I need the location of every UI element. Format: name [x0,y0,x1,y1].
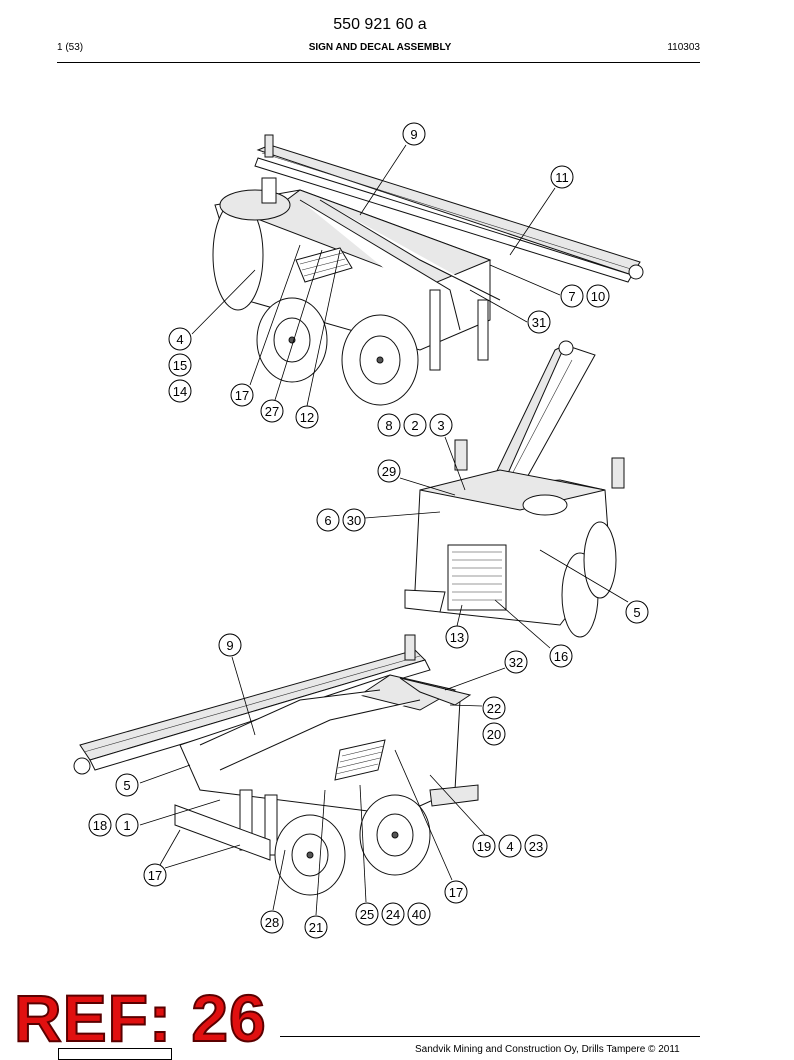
callout-30: 30 [342,508,366,532]
copyright-text: Sandvik Mining and Construction Oy, Dril… [415,1044,680,1055]
svg-text:20: 20 [487,727,501,742]
svg-text:9: 9 [410,127,417,142]
callout-31: 31 [527,310,551,334]
svg-text:9: 9 [226,638,233,653]
callout-5-mid: 5 [625,600,649,624]
callout-4-top: 4 [168,327,192,351]
svg-text:2: 2 [411,418,418,433]
svg-text:11: 11 [555,170,569,185]
callout-17-left: 17 [143,863,167,887]
company-logo [58,1048,172,1060]
document-code: 110303 [667,42,700,53]
callout-29: 29 [377,459,401,483]
footer-rule [280,1036,700,1037]
svg-text:32: 32 [509,655,523,670]
callout-25: 25 [355,902,379,926]
callout-13: 13 [445,625,469,649]
callout-27: 27 [260,399,284,423]
callout-15: 15 [168,353,192,377]
callout-24: 24 [381,902,405,926]
machine-rear-view [404,340,625,638]
callout-17-top: 17 [230,383,254,407]
callout-2: 2 [403,413,427,437]
callout-18: 18 [88,813,112,837]
callout-9-top: 9 [402,122,426,146]
callout-20: 20 [482,722,506,746]
callout-40: 40 [407,902,431,926]
callout-17-right: 17 [444,880,468,904]
svg-text:1: 1 [123,818,130,833]
callout-23: 23 [524,834,548,858]
svg-text:29: 29 [382,464,396,479]
callout-16: 16 [549,644,573,668]
svg-text:17: 17 [235,388,249,403]
svg-text:19: 19 [477,839,491,854]
header-rule [57,62,700,63]
svg-text:30: 30 [347,513,361,528]
document-number: 550 921 60 a [333,16,427,33]
svg-text:25: 25 [360,907,374,922]
machine-side-view [73,634,479,896]
svg-text:5: 5 [633,605,640,620]
callout-11: 11 [550,165,574,189]
svg-text:22: 22 [487,701,501,716]
svg-text:8: 8 [385,418,392,433]
callout-4-bottom: 4 [498,834,522,858]
callout-5-bottom: 5 [115,773,139,797]
callout-6: 6 [316,508,340,532]
svg-text:4: 4 [506,839,513,854]
svg-text:13: 13 [450,630,464,645]
svg-text:3: 3 [437,418,444,433]
callout-19: 19 [472,834,496,858]
svg-text:27: 27 [265,404,279,419]
callout-14: 14 [168,379,192,403]
svg-text:31: 31 [532,315,546,330]
svg-text:23: 23 [529,839,543,854]
svg-text:28: 28 [265,915,279,930]
svg-text:40: 40 [412,907,426,922]
page-number: 1 (53) [57,42,84,53]
callout-7: 7 [560,284,584,308]
svg-text:6: 6 [324,513,331,528]
callout-21: 21 [304,915,328,939]
callout-12: 12 [295,405,319,429]
svg-text:14: 14 [173,384,187,399]
callout-22: 22 [482,696,506,720]
leader-lines [139,144,629,916]
callout-9-bottom: 9 [218,633,242,657]
svg-text:18: 18 [93,818,107,833]
svg-text:21: 21 [309,920,323,935]
svg-text:5: 5 [123,778,130,793]
callout-28: 28 [260,910,284,934]
svg-text:24: 24 [386,907,400,922]
callout-10: 10 [586,284,610,308]
svg-text:4: 4 [176,332,183,347]
callout-3: 3 [429,413,453,437]
callout-32: 32 [504,650,528,674]
callout-1: 1 [115,813,139,837]
page-title: SIGN AND DECAL ASSEMBLY [308,42,452,53]
svg-text:12: 12 [300,410,314,425]
svg-text:10: 10 [591,289,605,304]
svg-text:7: 7 [568,289,575,304]
svg-text:17: 17 [148,868,162,883]
svg-text:15: 15 [173,358,187,373]
svg-text:17: 17 [449,885,463,900]
machine-top-view [212,134,644,406]
svg-text:16: 16 [554,649,568,664]
callout-8: 8 [377,413,401,437]
reference-stamp: REF: 26 [13,981,267,1055]
